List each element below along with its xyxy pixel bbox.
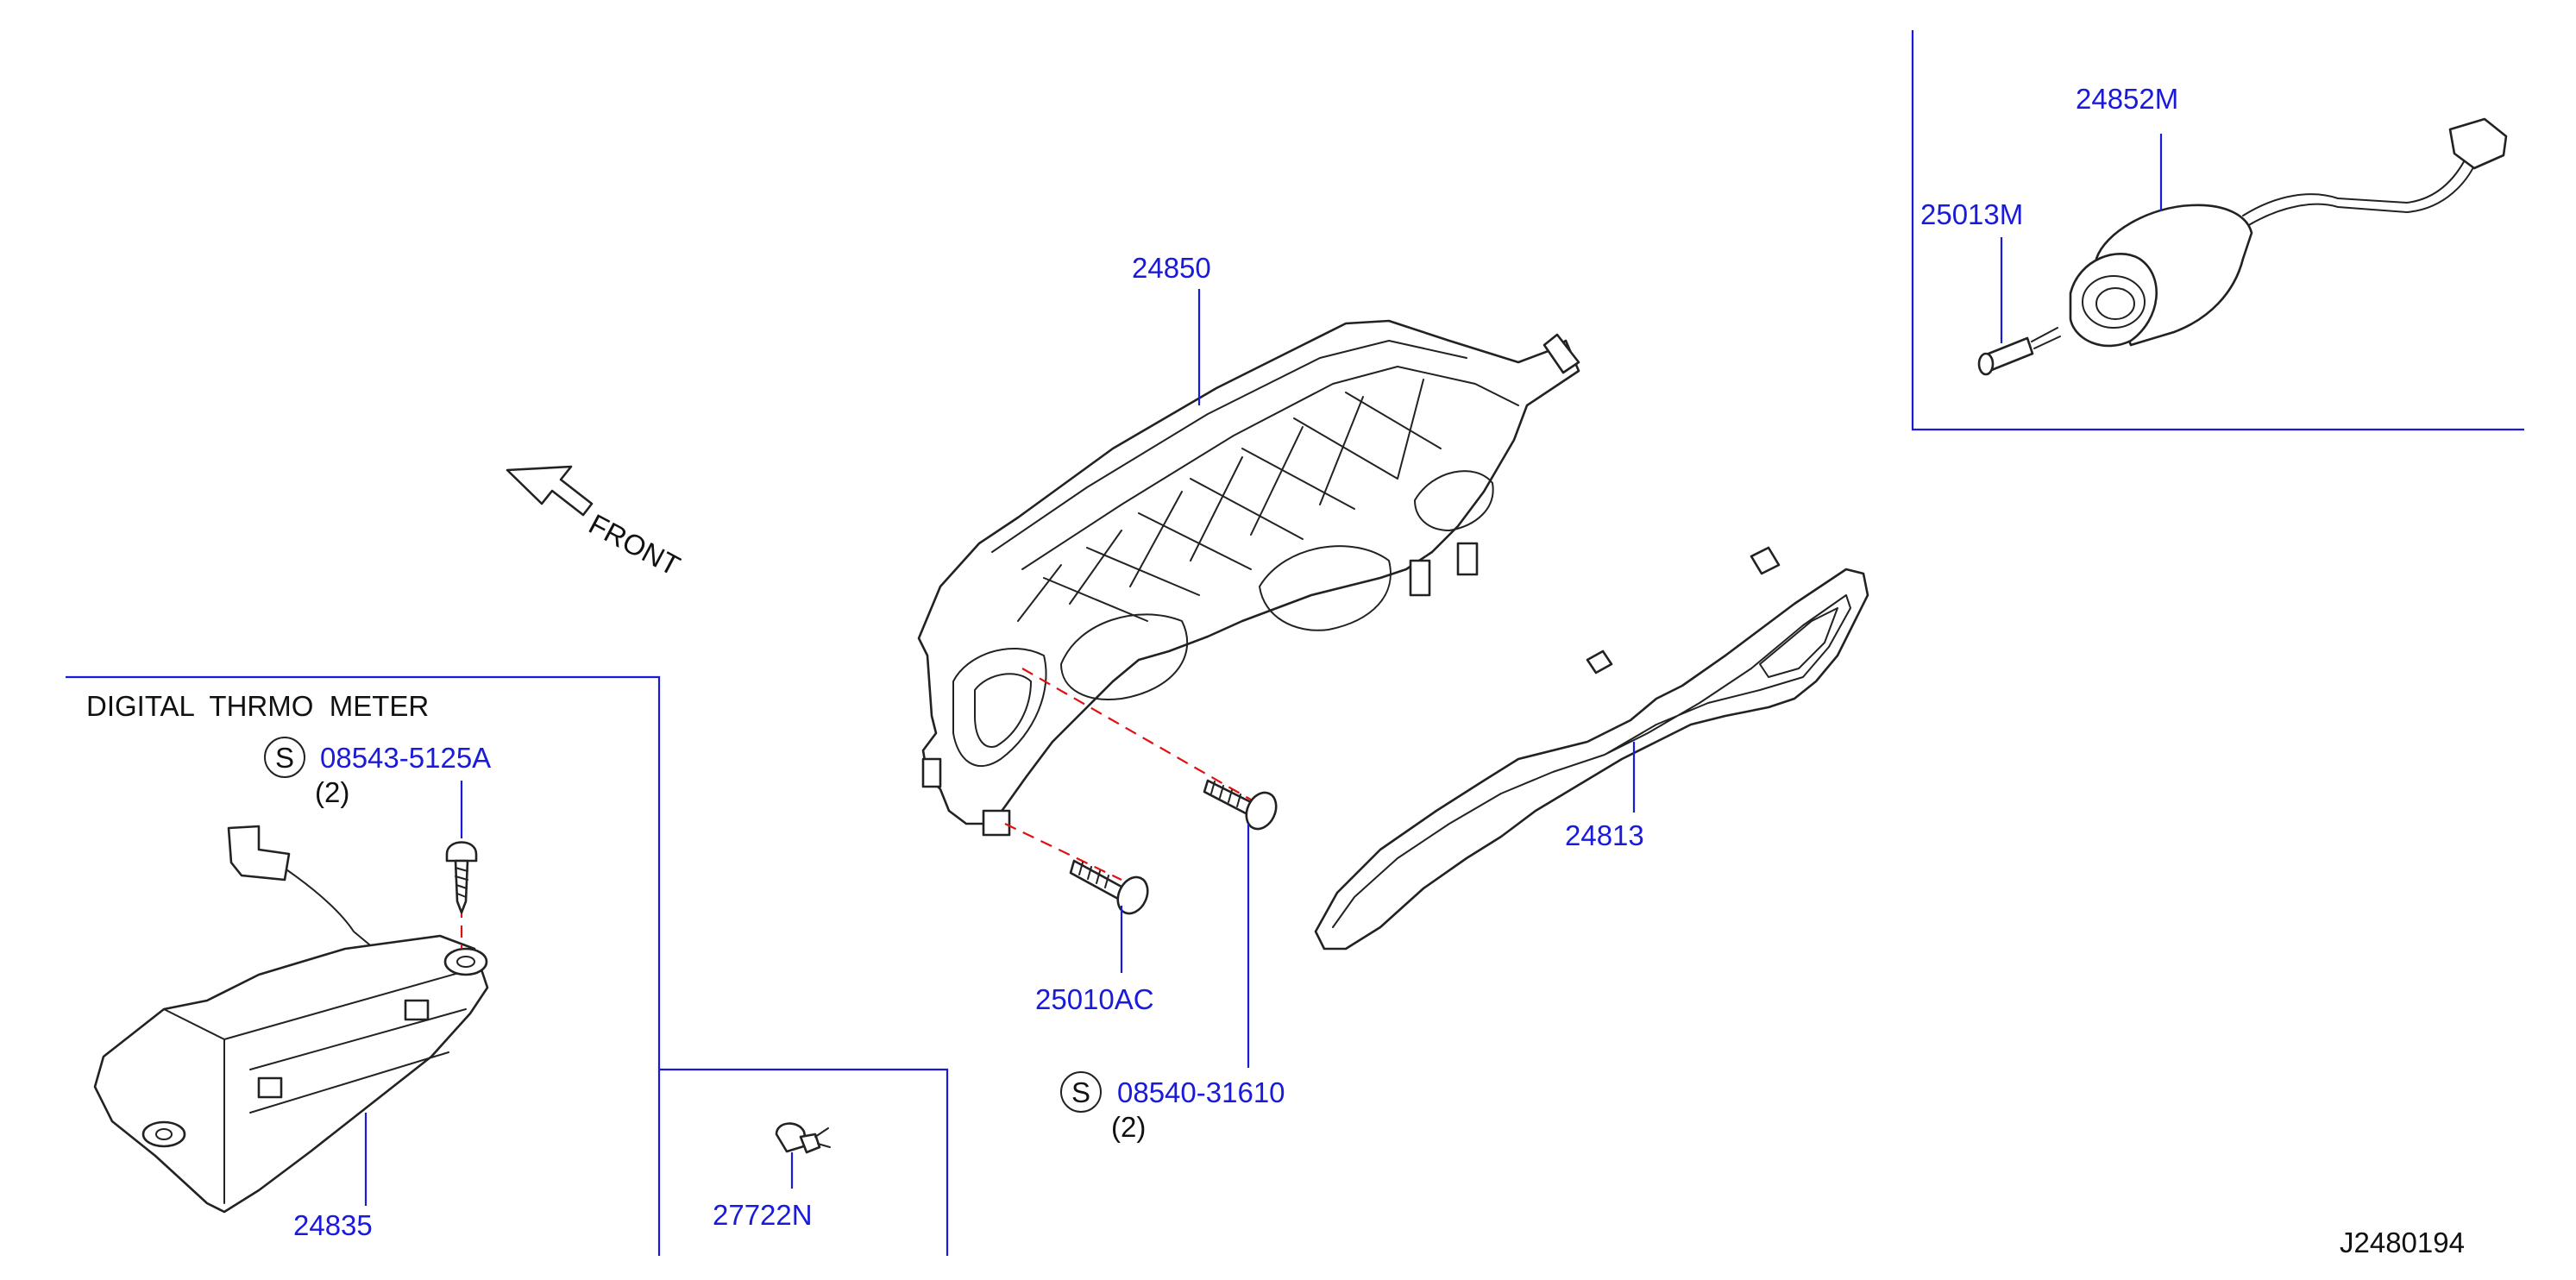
thermo-meter-boss: [443, 947, 488, 976]
thermo-harness: [275, 862, 380, 954]
housing-gauge-left: [1060, 613, 1189, 700]
housing-tab-2: [921, 757, 942, 788]
housing-tab-1: [982, 809, 1011, 837]
bulb-socket-harness: [1977, 117, 2508, 376]
thermo-meter-mount-hole: [155, 1128, 173, 1140]
bulb-25013m-wire: [2031, 327, 2061, 349]
diagram-code: J2480194: [2340, 1227, 2465, 1258]
standard-symbol-circle-1: [264, 737, 305, 778]
front-label: FRONT: [584, 508, 686, 582]
meter-lens-inner: [1332, 594, 1851, 928]
bulb-base: [799, 1133, 821, 1154]
thermo-meter-face: [223, 1008, 467, 1204]
screw-08540-thread: [1210, 781, 1241, 807]
label-25010ac[interactable]: 25010AC: [1035, 983, 1154, 1015]
socket-harness-wire-2: [2246, 161, 2477, 227]
front-arrow-icon: [506, 465, 594, 517]
front-arrow: FRONT: [506, 465, 686, 582]
housing-tab-5: [1542, 333, 1580, 374]
meter-housing: [917, 319, 1580, 837]
standard-symbols: S S: [264, 737, 1102, 1113]
screw-08543-head: [445, 841, 478, 863]
bulb-wires: [814, 1127, 831, 1148]
thermo-connector: [227, 825, 291, 882]
standard-symbol-circle-2: [1060, 1071, 1102, 1113]
housing-screws: [1004, 668, 1278, 915]
screw-08543-thread: [455, 867, 468, 898]
label-25013m[interactable]: 25013M: [1920, 198, 2023, 230]
socket-opening-inner: [2095, 287, 2135, 320]
thermo-meter-body: [93, 934, 489, 1214]
standard-symbol-1: S: [275, 742, 294, 774]
housing-left-face: [952, 648, 1047, 768]
dash-line-upper: [1021, 668, 1256, 803]
bulb: [775, 1122, 831, 1154]
label-24852m[interactable]: 24852M: [2076, 83, 2178, 115]
housing-left-face-inner: [974, 673, 1032, 748]
meter-lens-tab-2: [1750, 546, 1781, 575]
housing-tab-3: [1409, 559, 1431, 597]
label-24813[interactable]: 24813: [1565, 819, 1644, 851]
section-title: DIGITAL THRMO METER: [86, 690, 429, 722]
thermo-meter-clip-1: [257, 1076, 283, 1099]
label-24850[interactable]: 24850: [1132, 252, 1211, 284]
socket-opening: [2082, 275, 2146, 329]
thermo-meter-mount: [141, 1120, 186, 1148]
housing-gauge-right: [1414, 470, 1494, 531]
standard-symbol-2: S: [1071, 1076, 1090, 1108]
label-08543[interactable]: 08543-5125A: [320, 742, 491, 774]
label-24835[interactable]: 24835: [293, 1209, 373, 1241]
thermo-meter: [93, 825, 489, 1214]
housing-top-rim: [991, 340, 1467, 553]
housing-tab-4: [1456, 542, 1479, 576]
housing-top-rim-inner: [1021, 366, 1519, 570]
bulb-frame: [659, 1068, 949, 1256]
label-08543-qty: (2): [315, 776, 349, 808]
screw-08540-head: [1245, 791, 1278, 831]
socket-ring: [2069, 253, 2158, 348]
socket-connector: [2448, 117, 2508, 170]
label-27722n[interactable]: 27722N: [713, 1199, 813, 1231]
label-08540-qty: (2): [1111, 1111, 1146, 1143]
screw-25010ac-head: [1116, 875, 1149, 915]
leader-lines: [364, 134, 2163, 1206]
socket-harness-wire: [2242, 154, 2468, 216]
meter-housing-shape: [917, 319, 1580, 825]
meter-lens-tab-1: [1586, 649, 1613, 675]
housing-grid-ribs: [1017, 379, 1442, 622]
screw-25010ac-thread: [1078, 862, 1109, 888]
thermo-meter-clip-2: [404, 999, 430, 1021]
bulb-25013m-cap: [1977, 352, 1995, 376]
screw-08540-shank: [1203, 779, 1253, 816]
thermo-meter-frame: [66, 675, 661, 1256]
meter-lens-window: [1759, 607, 1838, 678]
housing-gauge-mid: [1259, 545, 1392, 631]
thermo-meter-boss-hole: [456, 956, 475, 968]
dash-line-lower: [1004, 823, 1122, 881]
top-right-frame: [1911, 30, 2524, 431]
meter-lens: [1314, 546, 1869, 951]
labels: 24850 24813 25010AC 08540-31610 (2) DIGI…: [86, 83, 2465, 1258]
section-frames: [66, 30, 2524, 1256]
label-08540[interactable]: 08540-31610: [1117, 1076, 1285, 1108]
